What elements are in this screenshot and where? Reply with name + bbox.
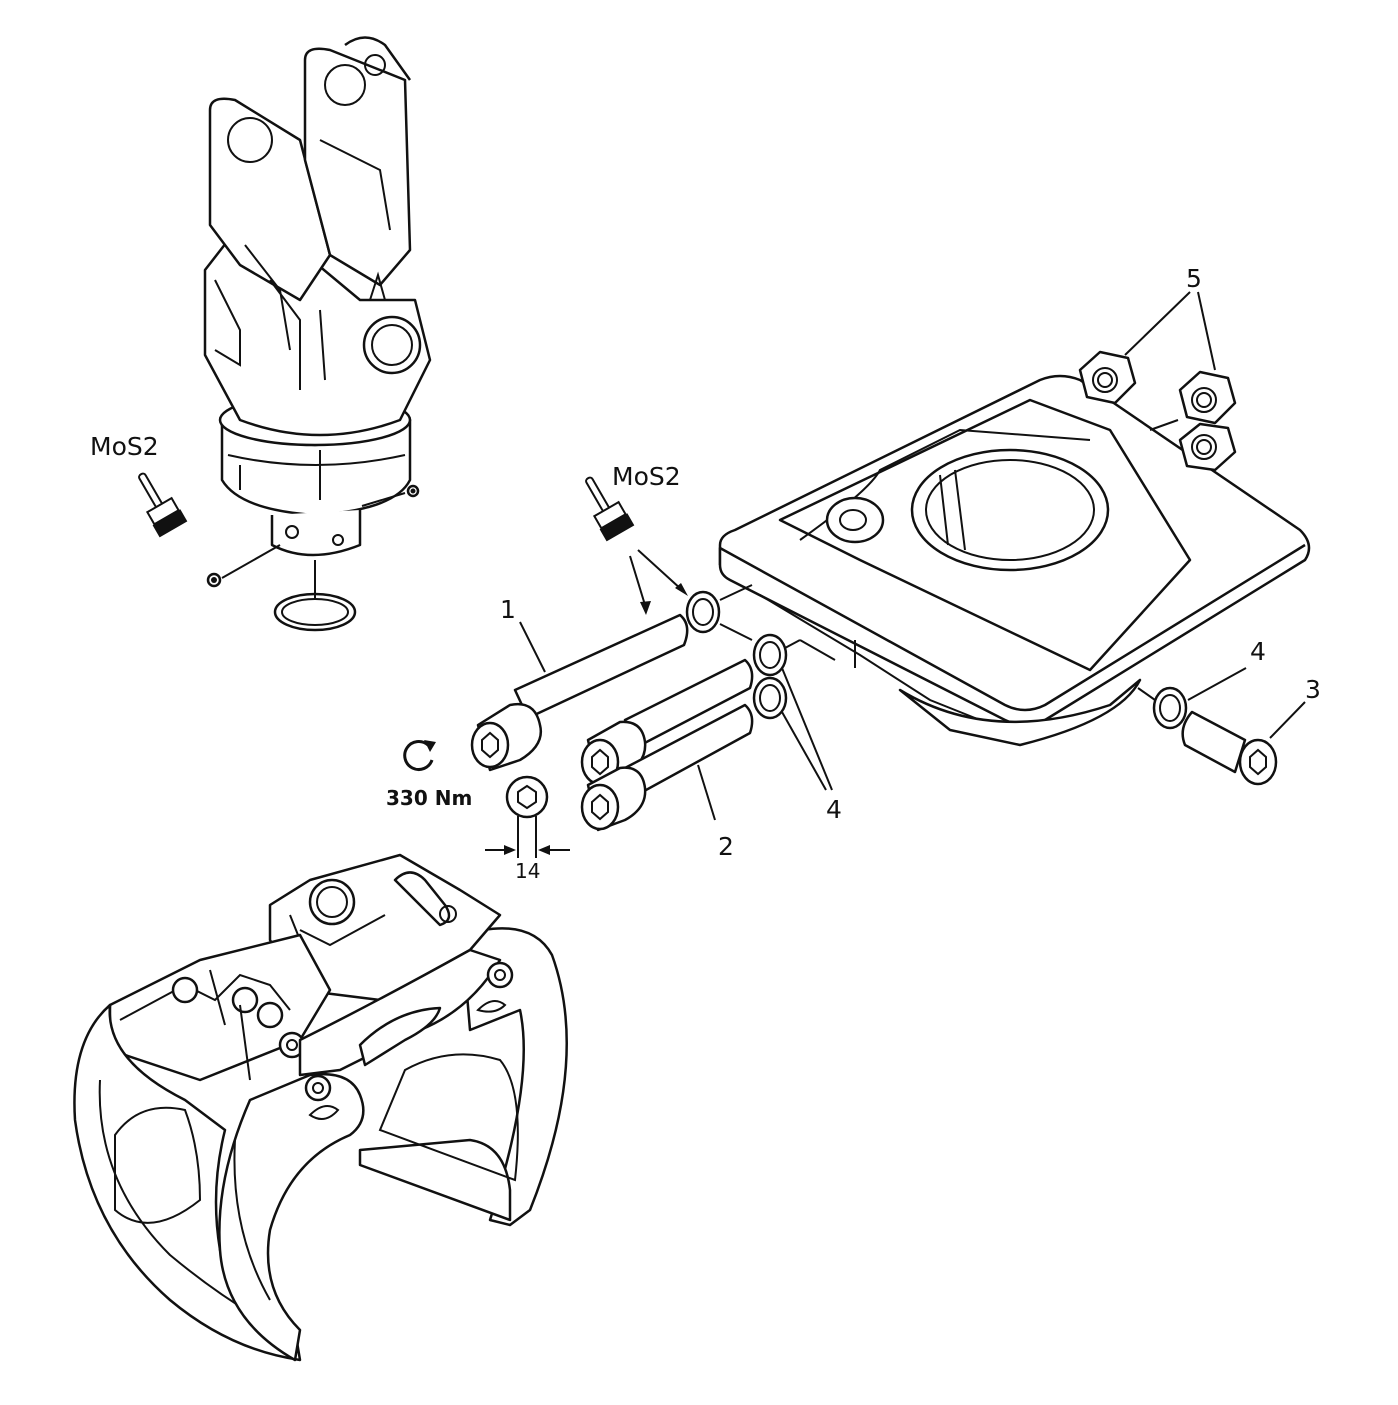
rotation-arrow-icon <box>403 740 436 771</box>
paint-brush-icon <box>585 476 635 542</box>
lubricant-label-right: MoS2 <box>612 462 681 491</box>
part-number-1: 1 <box>500 595 516 624</box>
part-number-4-upper: 4 <box>1250 637 1266 666</box>
hex-nut-5b <box>1178 370 1237 425</box>
torque-value: 330 Nm <box>386 786 472 810</box>
part-number-2: 2 <box>718 832 734 861</box>
hex-nut-5c <box>1178 422 1237 472</box>
grapple <box>73 853 568 1362</box>
washer-4-right <box>1152 686 1188 730</box>
washer-4-lower <box>752 676 788 720</box>
washer-4-upper <box>752 633 788 677</box>
rotator <box>203 36 432 632</box>
part-number-3: 3 <box>1305 675 1321 704</box>
part-number-4-lower: 4 <box>826 795 842 824</box>
bolt-3 <box>1181 710 1278 786</box>
bolt-1 <box>470 613 689 772</box>
bolt-2-lower <box>580 703 754 832</box>
paint-brush-icon <box>138 472 188 538</box>
hex-nut-5a <box>1078 350 1137 405</box>
washer-top <box>685 590 721 634</box>
part-number-5: 5 <box>1186 264 1202 293</box>
hex-socket-icon <box>485 775 570 858</box>
mounting-plate <box>718 374 1311 747</box>
lubricant-label-left: MoS2 <box>90 432 159 461</box>
wrench-size: 14 <box>515 859 540 883</box>
